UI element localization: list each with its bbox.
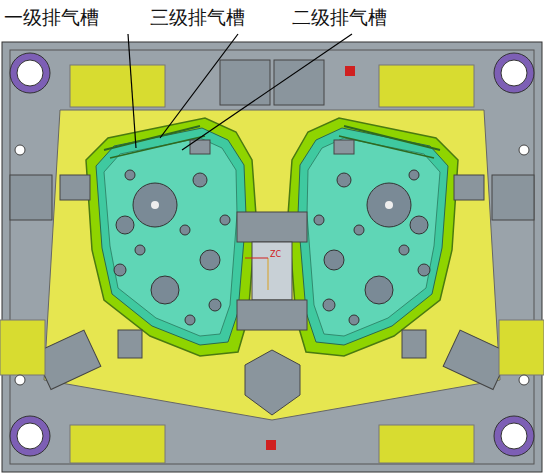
callout-label: 三级排气槽 [150,6,245,28]
leader-lines [128,34,352,150]
left-cavity [0,53,270,463]
callout-label: 一级排气槽 [4,6,99,28]
axis-label: ZC [270,250,281,259]
right-cavity [274,53,544,463]
callout-label: 二级排气槽 [292,6,387,28]
